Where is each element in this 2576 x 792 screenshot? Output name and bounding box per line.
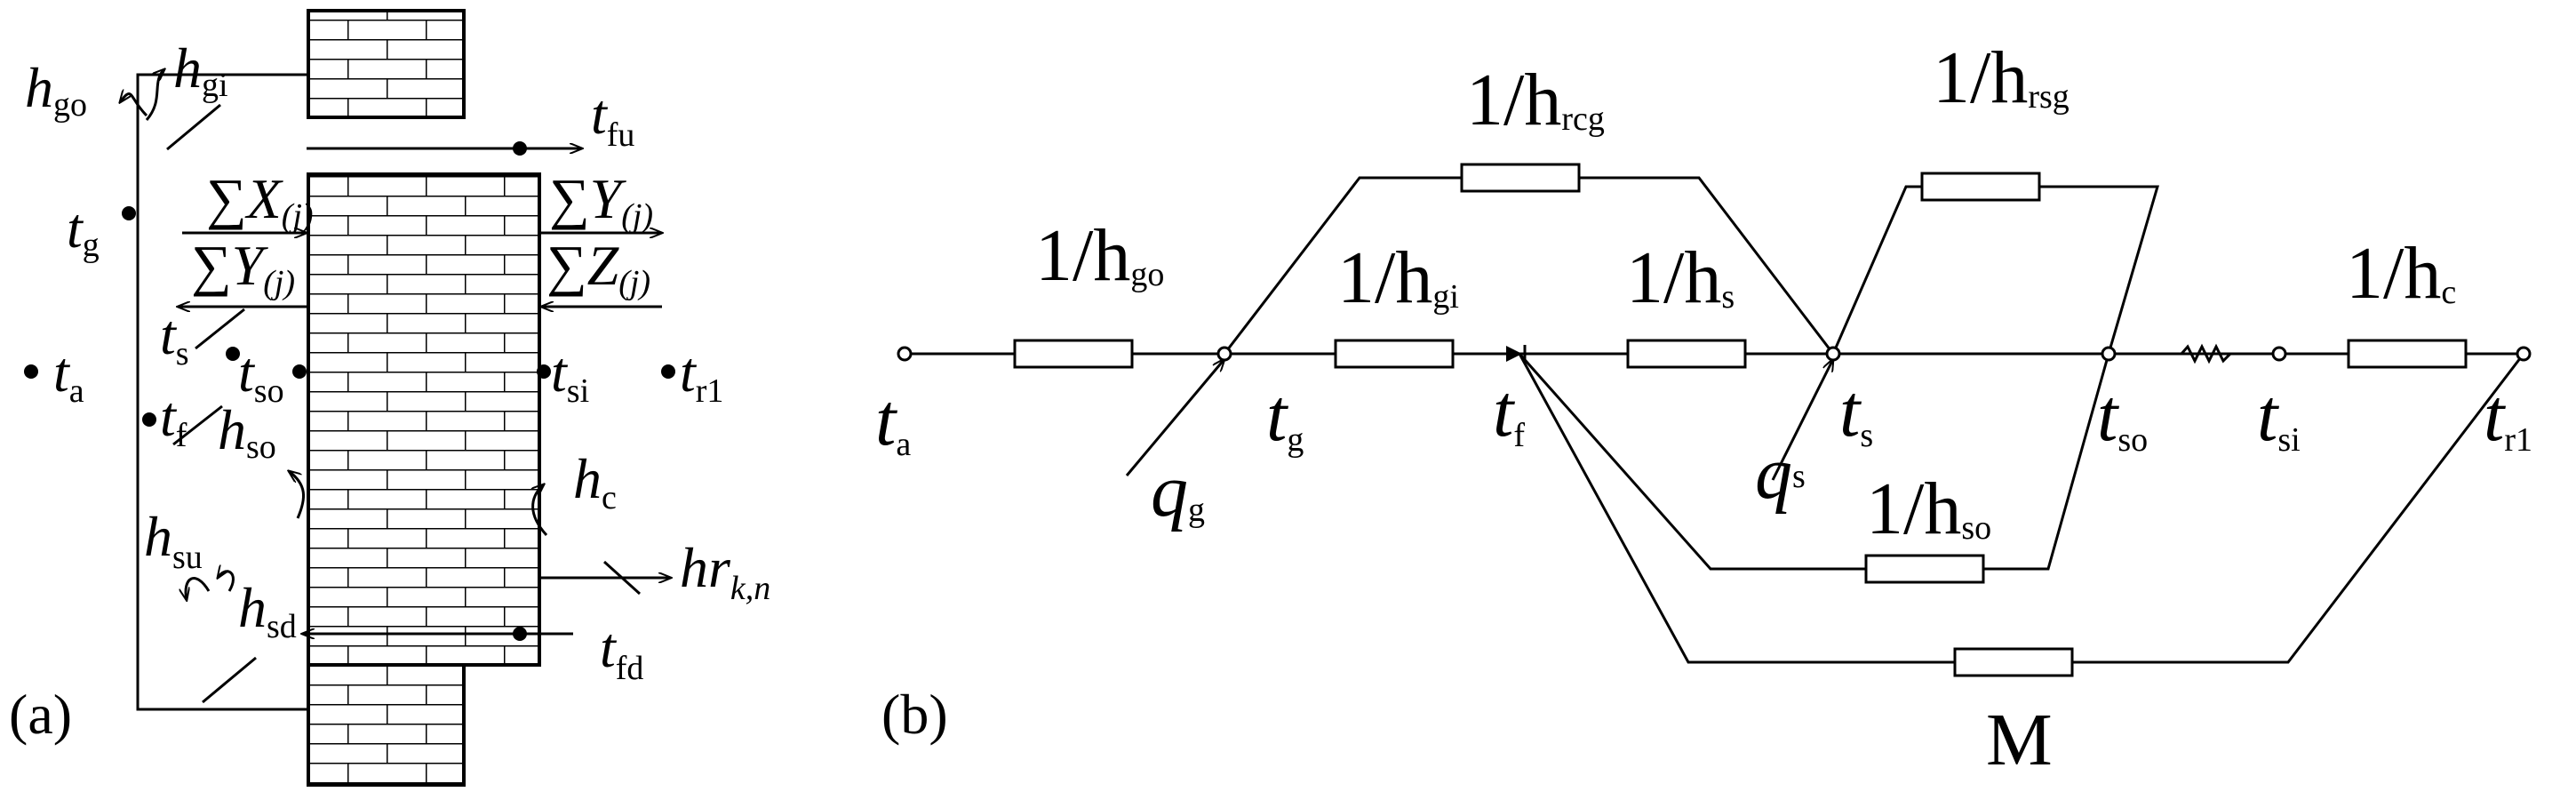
node-tso — [2101, 346, 2117, 362]
hsd-curl — [218, 572, 235, 592]
label-tr1: tr1 — [2484, 374, 2532, 459]
label-hso: hso — [218, 398, 276, 466]
node-tr1 — [2516, 346, 2532, 362]
tf-dot — [142, 412, 156, 427]
wall-bottom — [307, 663, 466, 787]
hso-curl — [289, 471, 306, 519]
m-wire — [1518, 353, 2525, 664]
hr-arrow — [539, 560, 671, 596]
label-tg: tg — [1266, 374, 1304, 459]
hgo-curl — [120, 94, 148, 117]
rcg-wire — [1223, 176, 1835, 355]
label-ta: ta — [53, 340, 84, 410]
tr1-dot — [661, 364, 675, 379]
label-gi: 1/hgi — [1337, 236, 1459, 319]
glazing-frame — [136, 73, 308, 711]
label-tso: tso — [238, 340, 284, 410]
node-tg — [1216, 346, 1232, 362]
label-tfd: tfd — [600, 616, 643, 687]
label-qs: qs — [1755, 432, 1806, 515]
wall-main — [307, 172, 541, 667]
panel-a: hgo hgi tfu ∑X(j) ∑Y(j) ∑Y(j) ∑Z(j) tg t… — [9, 9, 770, 787]
hgi-curl — [145, 69, 164, 121]
label-hc: hc — [573, 447, 617, 516]
label-hgo: hgo — [25, 56, 87, 124]
hso-slash — [172, 404, 223, 446]
label-tsi: tsi — [2257, 374, 2301, 459]
node-tf — [1506, 346, 1522, 362]
label-sumY-right: ∑Y(j) — [549, 167, 653, 235]
tfd-dot — [513, 627, 527, 641]
label-qg: qg — [1151, 450, 1205, 532]
resistor-gi — [1334, 339, 1455, 369]
qg-arrow — [1125, 359, 1224, 476]
label-tg: tg — [67, 196, 100, 264]
hsu-curl — [186, 577, 211, 600]
label-M: M — [1986, 699, 2053, 781]
label-tsi: tsi — [551, 340, 589, 410]
label-go: 1/hgo — [1035, 214, 1164, 297]
label-rsg: 1/hrsg — [1933, 36, 2070, 119]
label-tfu: tfu — [591, 83, 634, 154]
tsi-dot — [537, 364, 551, 379]
wall-top — [307, 9, 466, 119]
label-tf: tf — [1493, 370, 1525, 454]
hsd-slash — [202, 656, 257, 704]
hgi-slash — [166, 103, 221, 151]
label-hr: hrk,n — [680, 536, 770, 607]
ts-slash — [195, 308, 245, 350]
contact-resistor — [2106, 343, 2275, 364]
label-s: 1/hs — [1626, 236, 1735, 319]
node-tsi — [2271, 346, 2287, 362]
label-tr1: tr1 — [680, 340, 723, 410]
qs-arrow — [1771, 359, 1833, 481]
rsg-wire — [1831, 185, 2160, 355]
panel-b: 1/hrcg 1/hrsg 1/hgo 1/hgi 1/hs 1/hc 1/hs… — [875, 36, 2532, 781]
resistor-c — [2347, 339, 2468, 369]
label-sumX: ∑X(j) — [206, 167, 314, 235]
label-rcg: 1/hrcg — [1466, 59, 1605, 141]
ts-dot — [226, 347, 240, 361]
resistor-go — [1013, 339, 1134, 369]
hc-curl — [533, 484, 548, 537]
label-tso: tso — [2097, 374, 2148, 459]
tg-dot — [122, 206, 136, 220]
resistor-rsg — [1920, 172, 2041, 202]
resistor-so — [1864, 554, 1985, 584]
panel-b-tag: (b) — [881, 683, 948, 746]
label-so: 1/hso — [1866, 468, 1991, 550]
tso-dot — [292, 364, 307, 379]
label-tf: tf — [160, 385, 187, 454]
ta-dot — [24, 364, 38, 379]
label-hsu: hsu — [144, 505, 203, 576]
resistor-M — [1953, 647, 2074, 677]
so-wire — [1518, 353, 2110, 571]
label-ts: ts — [160, 303, 189, 372]
panel-a-tag: (a) — [9, 683, 72, 746]
node-ta — [897, 346, 913, 362]
resistor-s — [1626, 339, 1747, 369]
label-ts: ts — [1839, 370, 1873, 454]
label-hgi: hgi — [173, 36, 228, 104]
node-ts — [1825, 346, 1841, 362]
label-ta: ta — [875, 379, 911, 463]
label-sumZ: ∑Z(j) — [546, 234, 650, 301]
label-hsd: hsd — [238, 576, 297, 645]
tfu-dot — [513, 141, 527, 156]
label-c: 1/hc — [2346, 232, 2456, 315]
resistor-rcg — [1460, 163, 1581, 193]
label-sumY-left: ∑Y(j) — [191, 234, 295, 301]
